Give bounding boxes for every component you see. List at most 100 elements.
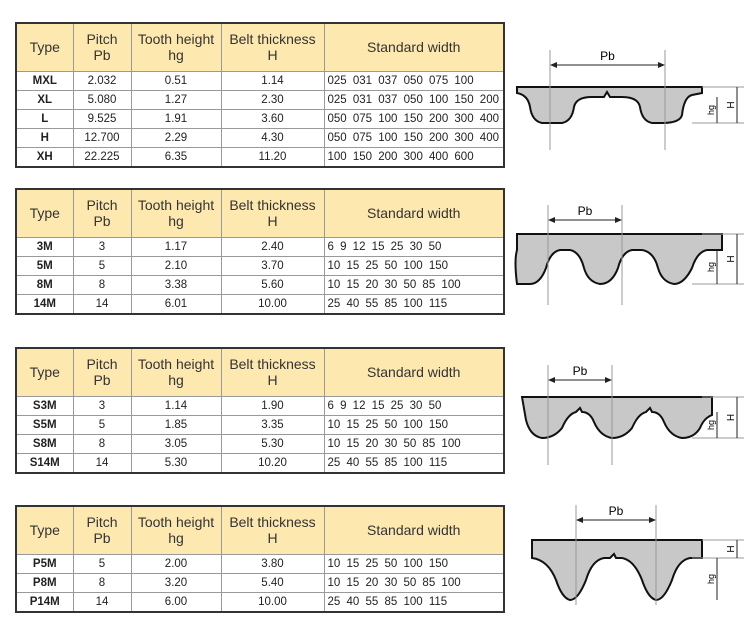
belt-profile-diagram: Pb H hg (516, 49, 744, 150)
belt-thickness-cell: 3.70 (220, 255, 325, 276)
standard-width-cell: 025 031 037 050 075 100 (323, 70, 505, 91)
type-cell: XH (15, 146, 74, 167)
table-row: H 12.700 2.29 4.30 050 075 100 150 200 3… (15, 127, 505, 148)
belt-cross-section (531, 539, 703, 602)
belt-thickness-cell: 3.80 (220, 553, 325, 574)
belt-thickness-cell: 10.20 (220, 452, 325, 473)
pitch-cell: 8 (72, 274, 132, 295)
belt-cross-section (520, 396, 713, 440)
standard-width-cell: 10 15 20 30 50 85 100 (323, 433, 505, 454)
type-cell: S3M (15, 395, 74, 416)
tooth-height-cell: 3.20 (130, 572, 222, 593)
table-row: P14M 14 6.00 10.00 25 40 55 85 100 115 (15, 591, 505, 612)
belt-cross-section (516, 86, 703, 124)
standard-width-cell: 100 150 200 300 400 600 (323, 146, 505, 167)
belt-profile-diagram: Pb H hg (514, 204, 744, 305)
belt-thickness-cell: 10.00 (220, 293, 325, 314)
table-row: 5M 5 2.10 3.70 10 15 25 50 100 150 (15, 255, 505, 276)
belt-thickness-cell: 11.20 (220, 146, 325, 167)
table-row: MXL 2.032 0.51 1.14 025 031 037 050 075 … (15, 70, 505, 91)
standard-width-cell: 10 15 20 30 50 85 100 (323, 274, 505, 295)
header-standard-width: Standard width (323, 505, 505, 555)
thickness-label: H (726, 255, 737, 262)
header-type: Type (15, 347, 74, 397)
type-cell: XL (15, 89, 74, 110)
standard-width-cell: 25 40 55 85 100 115 (323, 591, 505, 612)
belt-thickness-cell: 5.30 (220, 433, 325, 454)
standard-width-cell: 10 15 25 50 100 150 (323, 255, 505, 276)
pitch-cell: 14 (72, 452, 132, 473)
pitch-cell: 5.080 (72, 89, 132, 110)
table-row: S14M 14 5.30 10.20 25 40 55 85 100 115 (15, 452, 505, 473)
table-row: S5M 5 1.85 3.35 10 15 25 50 100 150 (15, 414, 505, 435)
pitch-cell: 12.700 (72, 127, 132, 148)
header-type: Type (15, 505, 74, 555)
pitch-cell: 3 (72, 395, 132, 416)
pitch-cell: 2.032 (72, 70, 132, 91)
standard-width-cell: 10 15 25 50 100 150 (323, 414, 505, 435)
table-row: P8M 8 3.20 5.40 10 15 20 30 50 85 100 (15, 572, 505, 593)
tooth-height-cell: 2.00 (130, 553, 222, 574)
thickness-label: H (726, 414, 737, 421)
pitch-cell: 8 (72, 433, 132, 454)
thickness-label: H (726, 101, 737, 108)
tooth-height-label: hg (706, 574, 716, 584)
header-type: Type (15, 188, 74, 238)
tooth-height-cell: 6.01 (130, 293, 222, 314)
belt-profile-diagram: Pb H hg (520, 364, 744, 465)
tooth-height-cell: 3.38 (130, 274, 222, 295)
header-standard-width: Standard width (323, 347, 505, 397)
table-row: S8M 8 3.05 5.30 10 15 20 30 50 85 100 (15, 433, 505, 454)
table-row: 3M 3 1.17 2.40 6 9 12 15 25 30 50 (15, 236, 505, 257)
table-row: L 9.525 1.91 3.60 050 075 100 150 200 30… (15, 108, 505, 129)
type-cell: 3M (15, 236, 74, 257)
belt-thickness-cell: 3.60 (220, 108, 325, 129)
tooth-height-cell: 1.14 (130, 395, 222, 416)
belt-thickness-cell: 1.90 (220, 395, 325, 416)
belt-thickness-cell: 2.30 (220, 89, 325, 110)
tooth-height-cell: 1.27 (130, 89, 222, 110)
pitch-label: Pb (573, 364, 588, 378)
type-cell: MXL (15, 70, 74, 91)
belt-thickness-cell: 1.14 (220, 70, 325, 91)
pitch-label: Pb (578, 204, 593, 218)
table-row: 8M 8 3.38 5.60 10 15 20 30 50 85 100 (15, 274, 505, 295)
tooth-height-cell: 6.00 (130, 591, 222, 612)
pitch-label: Pb (600, 49, 615, 63)
belt-thickness-cell: 5.40 (220, 572, 325, 593)
standard-width-cell: 050 075 100 150 200 300 400 600 (323, 127, 505, 148)
tooth-height-label: hg (706, 262, 716, 272)
belt-thickness-cell: 4.30 (220, 127, 325, 148)
type-cell: 5M (15, 255, 74, 276)
pitch-cell: 5 (72, 414, 132, 435)
standard-width-cell: 6 9 12 15 25 30 50 (323, 395, 505, 416)
standard-width-cell: 10 15 25 50 100 150 (323, 553, 505, 574)
standard-width-cell: 050 075 100 150 200 300 400 600 (323, 108, 505, 129)
table-row: 14M 14 6.01 10.00 25 40 55 85 100 115 (15, 293, 505, 314)
standard-width-cell: 025 031 037 050 100 150 200 (323, 89, 505, 110)
pitch-cell: 5 (72, 255, 132, 276)
tooth-height-cell: 2.29 (130, 127, 222, 148)
pitch-cell: 8 (72, 572, 132, 593)
standard-width-cell: 25 40 55 85 100 115 (323, 452, 505, 473)
belt-thickness-cell: 2.40 (220, 236, 325, 257)
tooth-height-label: hg (706, 420, 716, 430)
tooth-height-label: hg (706, 105, 716, 115)
tooth-height-cell: 5.30 (130, 452, 222, 473)
belt-thickness-cell: 3.35 (220, 414, 325, 435)
type-cell: S8M (15, 433, 74, 454)
pitch-cell: 22.225 (72, 146, 132, 167)
